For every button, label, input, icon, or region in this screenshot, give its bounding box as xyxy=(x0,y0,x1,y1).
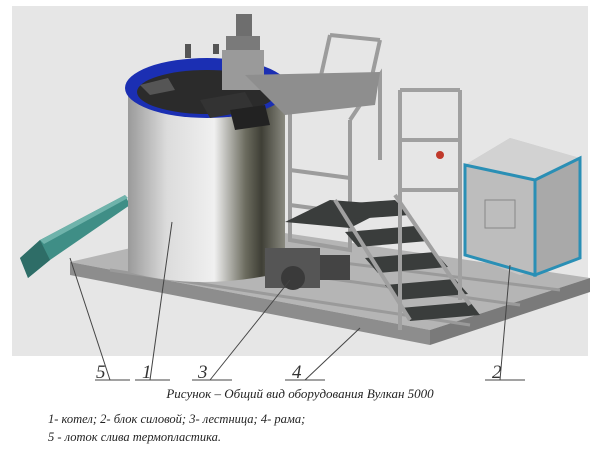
boiler-tank xyxy=(125,14,289,282)
callout-1: 1 xyxy=(142,362,152,383)
drain-chute xyxy=(20,195,130,278)
legend-line-2: 5 - лоток слива термопластика. xyxy=(48,430,221,444)
callout-3: 3 xyxy=(197,362,208,383)
power-cabinet xyxy=(436,138,582,278)
top-hatch-platform xyxy=(245,72,380,115)
pump-motor xyxy=(265,248,350,290)
legend-line-1: 1- котел; 2- блок силовой; 3- лестница; … xyxy=(48,412,306,426)
figure-caption: Рисунок – Общий вид оборудования Вулкан … xyxy=(166,386,434,401)
staircase xyxy=(325,88,480,330)
callout-4: 4 xyxy=(292,362,302,383)
callout-5: 5 xyxy=(96,362,106,383)
callout-2: 2 xyxy=(492,362,502,383)
callout-leaders xyxy=(69,221,525,381)
